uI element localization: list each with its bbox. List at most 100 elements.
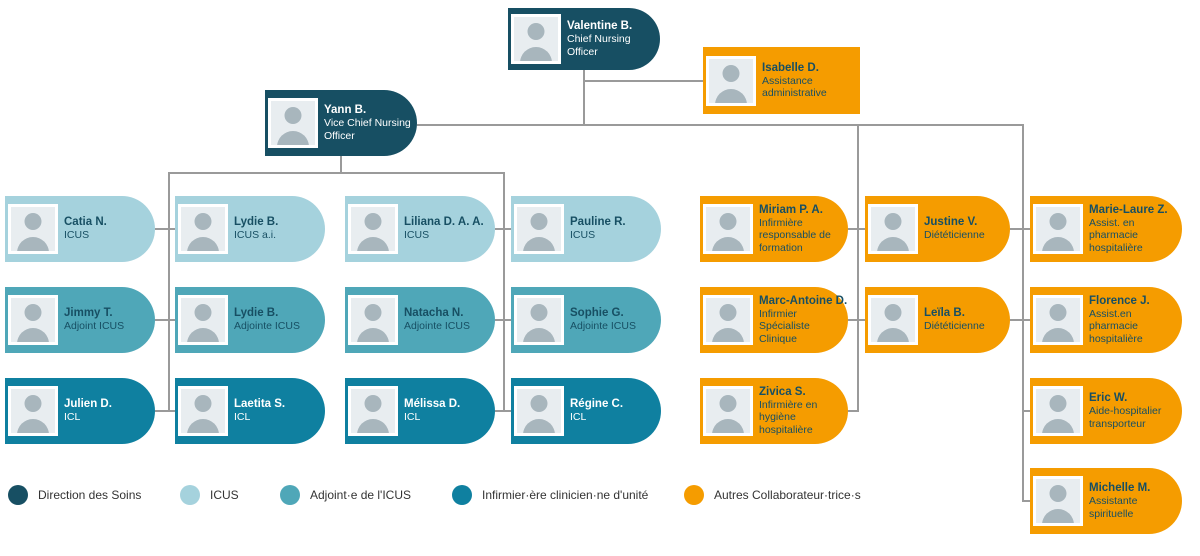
legend-item-direction: Direction des Soins (8, 485, 141, 505)
connector-line (340, 156, 342, 174)
legend-label: Adjoint·e de l'ICUS (310, 488, 412, 502)
person-card-liliana: Liliana D. A. A. ICUS (345, 196, 495, 262)
person-name: Marc-Antoine D. (759, 294, 848, 307)
person-card-pauline: Pauline R. ICUS (511, 196, 661, 262)
person-role: ICL (404, 411, 421, 424)
person-name: Régine C. (570, 398, 624, 411)
person-role: ICL (570, 411, 587, 424)
person-card-jimmy: Jimmy T. Adjoint ICUS (5, 287, 155, 353)
avatar-michelle (1033, 476, 1083, 526)
person-card-leila: Leïla B. Diététicienne (865, 287, 1010, 353)
legend-dot-navy (8, 485, 28, 505)
person-role: Assistante spirituelle (1089, 495, 1138, 520)
avatar-eric (1033, 386, 1083, 436)
person-name: Zivica S. (759, 385, 806, 398)
person-role: Diététicienne (924, 229, 985, 242)
person-role: Aide-hospitalier transporteur (1089, 405, 1162, 430)
person-name: Julien D. (64, 398, 112, 411)
person-role: ICUS (570, 229, 596, 242)
connector-line (583, 80, 705, 82)
person-card-marielaure: Marie-Laure Z. Assist. en pharmacie hosp… (1030, 196, 1182, 262)
avatar-jimmy (8, 295, 58, 345)
person-card-natacha: Natacha N. Adjointe ICUS (345, 287, 495, 353)
connector-line (495, 228, 511, 230)
person-name: Miriam P. A. (759, 203, 823, 216)
person-role: Adjoint ICUS (64, 320, 125, 333)
avatar-zivica (703, 386, 753, 436)
legend-item-clinicien: Infirmier·ère clinicien·ne d'unité (452, 485, 648, 505)
person-role: Assist.en pharmacie hospitalière (1089, 307, 1143, 345)
person-role: ICL (234, 411, 251, 424)
person-card-valentine: Valentine B. Chief Nursing Officer (508, 8, 660, 70)
avatar-lydie2 (178, 295, 228, 345)
connector-line (168, 172, 170, 412)
avatar-valentine (511, 14, 561, 64)
person-name: Jimmy T. (64, 307, 113, 320)
connector-line (155, 228, 175, 230)
person-card-isabelle: Isabelle D. Assistance administrative (703, 47, 860, 114)
avatar-marcantoine (703, 295, 753, 345)
avatar-isabelle (706, 55, 756, 106)
connector-line (155, 410, 175, 412)
person-card-justine: Justine V. Diététicienne (865, 196, 1010, 262)
person-name: Catia N. (64, 216, 107, 229)
legend-label: Infirmier·ère clinicien·ne d'unité (482, 488, 649, 502)
avatar-lydie1 (178, 204, 228, 254)
connector-line (848, 228, 865, 230)
person-card-michelle: Michelle M. Assistante spirituelle (1030, 468, 1182, 534)
connector-line (495, 410, 511, 412)
person-card-sophie: Sophie G. Adjointe ICUS (511, 287, 661, 353)
avatar-catia (8, 204, 58, 254)
connector-line (1010, 319, 1030, 321)
person-name: Natacha N. (404, 307, 464, 320)
avatar-melissa (348, 386, 398, 436)
avatar-natacha (348, 295, 398, 345)
person-card-melissa: Mélissa D. ICL (345, 378, 495, 444)
person-name: Florence J. (1089, 294, 1150, 307)
person-role: Assistance administrative (762, 74, 827, 100)
person-role: Infirmière en hygiène hospitalière (759, 398, 818, 436)
connector-line (155, 319, 175, 321)
person-name: Michelle M. (1089, 482, 1151, 494)
person-role: Vice Chief Nursing Officer (324, 117, 411, 142)
person-role: Adjointe ICUS (570, 320, 636, 333)
person-role: ICUS (64, 229, 90, 242)
avatar-miriam (703, 204, 753, 254)
person-card-catia: Catia N. ICUS (5, 196, 155, 262)
person-role: Adjointe ICUS (404, 320, 470, 333)
person-name: Lydie B. (234, 216, 279, 229)
person-card-eric: Eric W. Aide-hospitalier transporteur (1030, 378, 1182, 444)
person-name: Eric W. (1089, 392, 1128, 404)
connector-line (857, 124, 859, 412)
person-role: ICUS (404, 229, 430, 242)
person-card-miriam: Miriam P. A. Infirmière responsable de f… (700, 196, 848, 262)
person-name: Isabelle D. (762, 61, 819, 74)
person-role: Infirmier Spécialiste Clinique (759, 307, 810, 345)
person-role: Adjointe ICUS (234, 320, 300, 333)
connector-line (1022, 410, 1030, 412)
person-name: Yann B. (324, 104, 367, 116)
connector-line (1010, 228, 1030, 230)
connector-line (848, 319, 865, 321)
connector-line (1022, 124, 1024, 502)
person-name: Lydie B. (234, 307, 279, 320)
person-role: Chief Nursing Officer (567, 33, 631, 58)
legend-dot-teal (280, 485, 300, 505)
avatar-liliana (348, 204, 398, 254)
person-card-regine: Régine C. ICL (511, 378, 661, 444)
connector-line (495, 319, 511, 321)
person-name: Justine V. (924, 216, 978, 229)
person-card-lydie1: Lydie B. ICUS a.i. (175, 196, 325, 262)
legend-dot-dark-teal (452, 485, 472, 505)
person-name: Valentine B. (567, 20, 633, 32)
avatar-julien (8, 386, 58, 436)
connector-line (503, 172, 505, 412)
legend-item-icus: ICUS (180, 485, 239, 505)
person-card-yann: Yann B. Vice Chief Nursing Officer (265, 90, 417, 156)
person-name: Marie-Laure Z. (1089, 203, 1168, 216)
connector-line (417, 124, 1023, 126)
connector-line (168, 172, 505, 174)
person-name: Sophie G. (570, 307, 624, 320)
person-role: Infirmière responsable de formation (759, 216, 831, 254)
